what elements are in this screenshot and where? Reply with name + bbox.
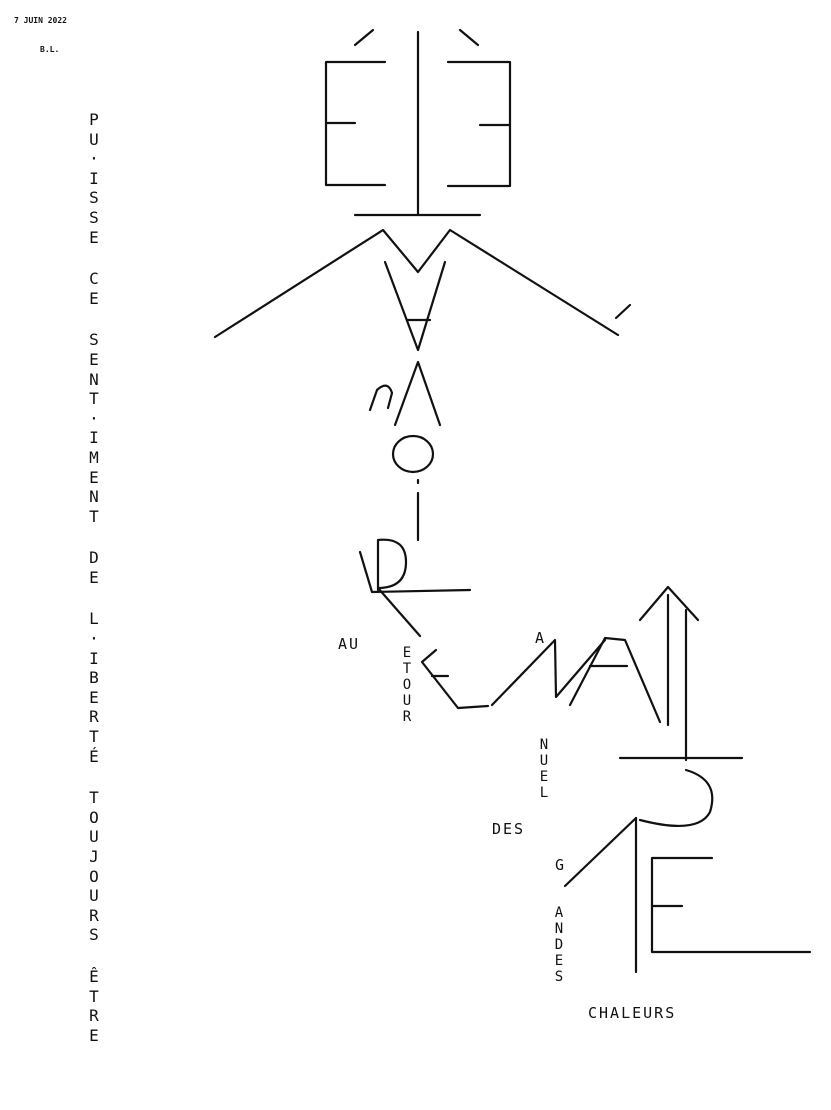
accent-right xyxy=(458,28,480,47)
word-etour: E T O U R xyxy=(402,645,412,725)
g-diagonal xyxy=(563,816,638,888)
vertical-word-ce: C E xyxy=(89,269,99,308)
r-shape xyxy=(376,538,422,638)
p-shape xyxy=(638,768,714,827)
word-a: A xyxy=(535,629,547,647)
vertical-word-etre: Ê T R E xyxy=(89,966,99,1045)
vertical-word-puisse: P U · I S S E xyxy=(89,110,99,247)
torso-a xyxy=(393,360,442,427)
e-bracket xyxy=(420,648,490,710)
word-des: DES xyxy=(492,820,526,838)
l-foot xyxy=(358,550,472,594)
vertical-word-sentiment: S E N T · I M E N T xyxy=(89,330,99,526)
vertical-word-de: D E xyxy=(89,548,99,587)
small-n xyxy=(368,384,394,412)
date-label: 7 JUIN 2022 xyxy=(14,16,67,25)
n-shape xyxy=(490,638,607,707)
word-andes: A N D E S xyxy=(554,905,564,985)
word-chaleurs: CHALEURS xyxy=(588,1004,677,1022)
word-nuel: N U E L xyxy=(539,737,549,801)
accent-left xyxy=(353,28,375,47)
initials-label: B.L. xyxy=(40,45,60,54)
big-a xyxy=(568,636,662,724)
word-au: AU xyxy=(338,635,361,653)
torso-v xyxy=(383,260,447,352)
arrow-head xyxy=(638,585,700,622)
vertical-word-toujours: T O U J O U R S xyxy=(89,788,99,945)
vertical-word-liberte: L · I B E R T É xyxy=(89,609,99,766)
word-g: G xyxy=(555,856,567,874)
shoulder-accent xyxy=(614,303,632,320)
o-circle xyxy=(391,434,435,474)
shoulder-m xyxy=(213,228,620,339)
vertical-phrase: P U · I S S E C E S E N T · I M E N T D … xyxy=(85,110,103,1045)
